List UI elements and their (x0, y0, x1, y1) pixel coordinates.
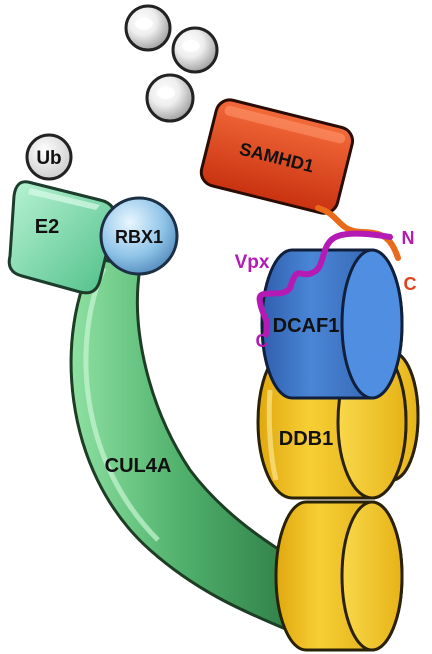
dntp-molecules (124, 4, 219, 123)
vpx-label: Vpx (235, 252, 270, 273)
vpx: Vpx N C (235, 228, 415, 351)
e2-label: E2 (35, 216, 59, 238)
vpx-n-terminus-label: N (402, 228, 415, 248)
cul4a-scaffold: CUL4A (69, 256, 298, 632)
cul4a-label: CUL4A (105, 455, 172, 477)
ddb1-label: DDB1 (279, 428, 333, 450)
samhd1-c-terminus-label: C (404, 274, 417, 294)
e2-enzyme: E2 (7, 180, 117, 295)
samhd1: SAMHD1 (199, 98, 355, 215)
ubiquitin: Ub (25, 133, 73, 181)
dcaf1-label: DCAF1 (273, 315, 340, 337)
vpx-c-terminus-label: C (256, 331, 269, 351)
ubiquitin-label: Ub (36, 148, 61, 169)
ddb1: DDB1 (256, 344, 420, 652)
rbx1-label: RBX1 (115, 227, 163, 247)
sphere-icon (124, 4, 172, 52)
sphere-icon (145, 73, 195, 123)
sphere-icon (171, 26, 219, 74)
rbx1: RBX1 (99, 196, 179, 276)
dcaf1: DCAF1 (260, 248, 404, 400)
